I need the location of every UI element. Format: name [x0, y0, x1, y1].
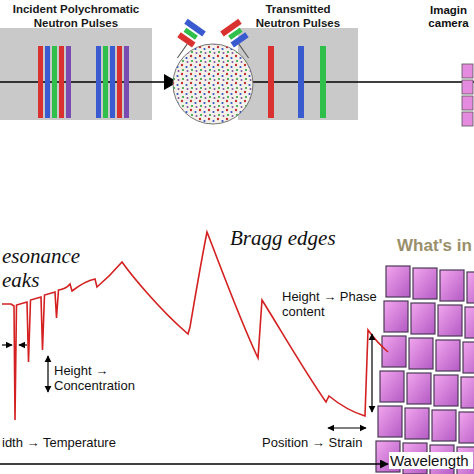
- camera-pixels: [462, 64, 473, 126]
- camera-label: Imagin camera: [425, 4, 472, 30]
- pixel-tile: [380, 371, 404, 402]
- transmitted-pulses: [268, 46, 326, 118]
- pixel-tile: [386, 266, 410, 297]
- axis-label: Wavelength: [389, 452, 473, 469]
- grid-caption: What's in: [397, 236, 473, 256]
- beam-line: [0, 81, 166, 83]
- pixel-tile: [436, 340, 460, 371]
- pixel-tile: [440, 270, 464, 301]
- measurement-arrows: [2, 334, 372, 428]
- band-heading: Incident Polychromatic Neutron Pulses: [0, 0, 152, 31]
- incident-band: [0, 28, 152, 120]
- pixel-tile: [405, 408, 429, 439]
- wavelength-axis: [0, 463, 388, 465]
- pixel-tile: [438, 305, 462, 336]
- annotation: Height → Concentration: [54, 364, 150, 394]
- annotation: idth → Temperature: [2, 436, 172, 451]
- incident-pulses: [38, 46, 129, 118]
- transmitted-band: [238, 28, 358, 120]
- pixel-tile: [467, 272, 474, 303]
- pixel-tile: [459, 412, 474, 443]
- annotation: Height → Phase content: [282, 290, 386, 320]
- beam-band: Incident Polychromatic Neutron Pulses: [0, 0, 152, 120]
- pixel-tile: [463, 342, 474, 373]
- beam-band: Transmitted Neutron Pulses: [238, 0, 358, 120]
- pixel-tile: [432, 410, 456, 441]
- pixel-tile: [411, 303, 435, 334]
- pixel-tile: [382, 336, 406, 367]
- pixel-tile: [413, 268, 437, 299]
- detector-grid: [376, 266, 474, 474]
- pixel-tile: [378, 406, 402, 437]
- pixel-tile: [407, 373, 431, 404]
- beam-line: [252, 81, 474, 83]
- pixel-tile: [465, 307, 474, 338]
- section-title: Bragg edges: [230, 226, 360, 250]
- detector-icon: [220, 19, 260, 63]
- pixel-tile: [461, 377, 474, 408]
- section-title: esonance eaks: [2, 244, 94, 292]
- transmission-spectrum: [2, 232, 388, 420]
- pixel-tile: [434, 375, 458, 406]
- band-heading: Transmitted Neutron Pulses: [238, 0, 358, 31]
- sample: [173, 44, 253, 124]
- pixel-tile: [384, 301, 408, 332]
- annotation: Position → Strain: [262, 436, 392, 451]
- detector-icon: [166, 19, 206, 63]
- pixel-tile: [409, 338, 433, 369]
